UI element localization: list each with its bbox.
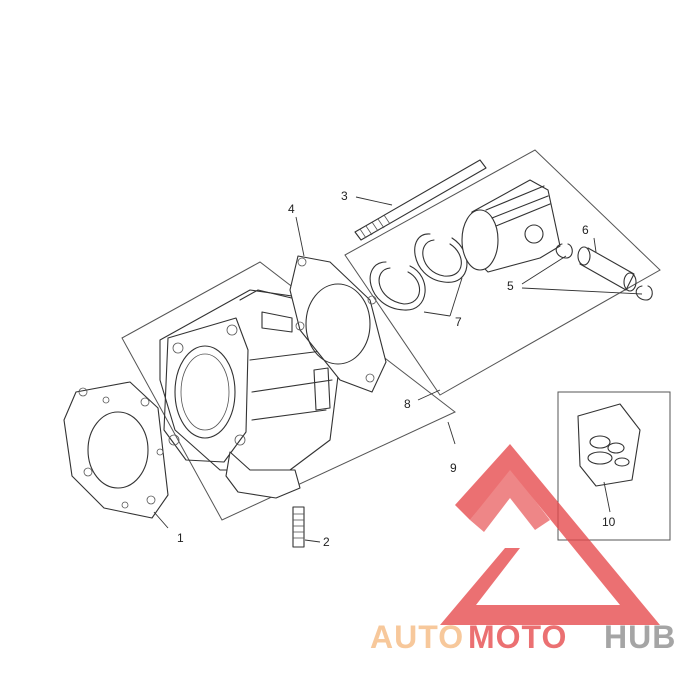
callout-4: 4 bbox=[288, 202, 295, 216]
callout-7: 7 bbox=[455, 315, 462, 329]
piston-pin bbox=[577, 246, 637, 292]
logo-text-hub: HUB bbox=[604, 619, 676, 655]
callout-6: 6 bbox=[582, 223, 589, 237]
stud-long bbox=[354, 159, 487, 241]
callout-9: 9 bbox=[450, 461, 457, 475]
piston-rings bbox=[369, 233, 468, 311]
watermark-logo: AUTO MOTO HUB bbox=[370, 444, 676, 655]
gasket-kit bbox=[577, 403, 641, 487]
group-box-8 bbox=[344, 149, 661, 396]
piston bbox=[461, 179, 561, 273]
callout-2: 2 bbox=[323, 535, 330, 549]
callout-8: 8 bbox=[404, 397, 411, 411]
circlips bbox=[555, 243, 653, 301]
group-box-9 bbox=[121, 261, 456, 521]
callout-labels: 1 2 3 4 5 6 7 8 9 10 bbox=[177, 189, 616, 549]
callout-3: 3 bbox=[341, 189, 348, 203]
cylinder bbox=[159, 289, 341, 499]
logo-text-auto: AUTO bbox=[370, 619, 464, 655]
base-gasket bbox=[63, 381, 169, 519]
leader-lines bbox=[153, 196, 643, 543]
callout-10: 10 bbox=[602, 515, 616, 529]
callout-1: 1 bbox=[177, 531, 184, 545]
logo-triangle-mark bbox=[440, 444, 660, 625]
logo-text-moto: MOTO bbox=[468, 619, 567, 655]
gasket-kit-box bbox=[557, 391, 671, 541]
callout-5: 5 bbox=[507, 279, 514, 293]
head-gasket bbox=[289, 255, 387, 393]
stud-short bbox=[292, 506, 305, 548]
